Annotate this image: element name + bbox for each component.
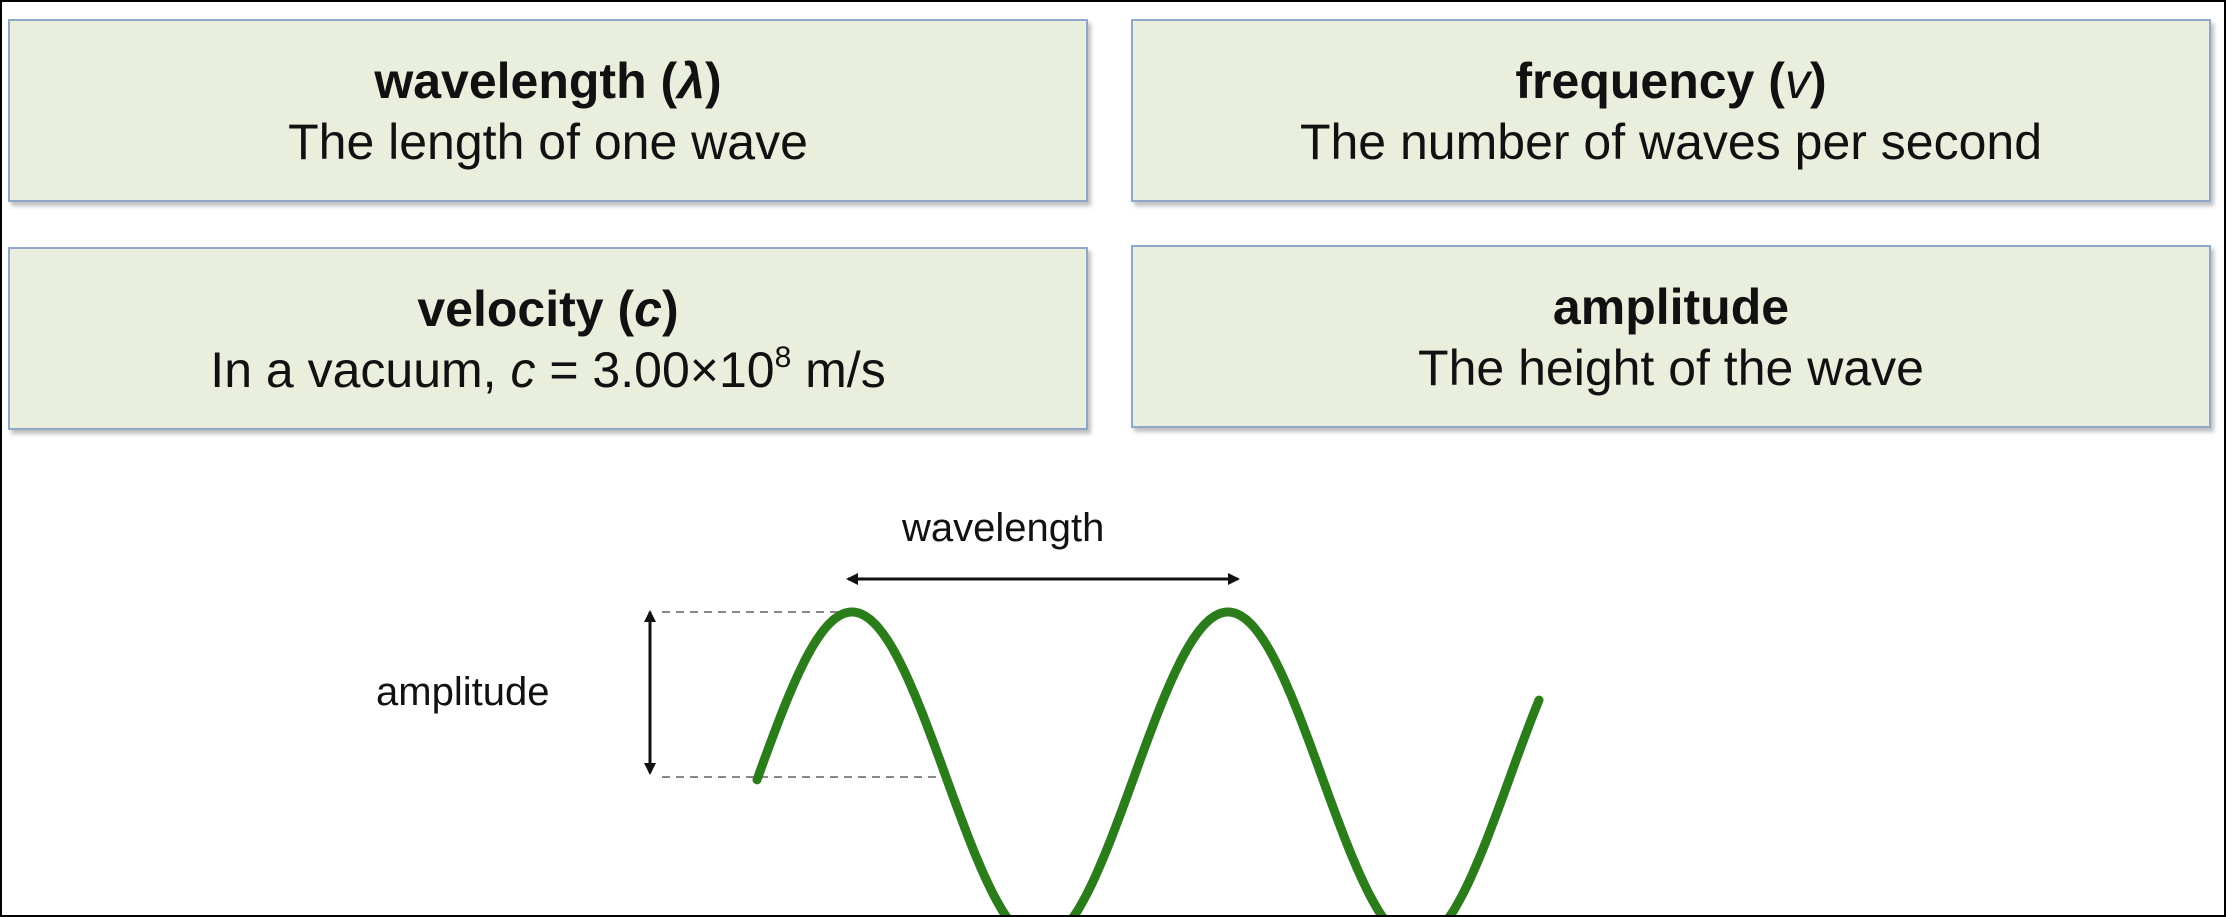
- frequency-card-description: The number of waves per second: [1299, 114, 2043, 170]
- velocity-desc-symbol: c: [510, 342, 536, 398]
- wavelength-paren-open: (: [660, 53, 678, 109]
- frequency-title-text: frequency: [1515, 53, 1755, 109]
- frequency-card: frequency (v) The number of waves per se…: [1131, 19, 2211, 202]
- wavelength-card: wavelength (λ) The length of one wave: [8, 19, 1088, 202]
- velocity-card: velocity (c) In a vacuum, c = 3.00×108 m…: [8, 247, 1088, 430]
- wavelength-symbol: λ: [677, 53, 705, 109]
- velocity-paren-open: (: [617, 281, 635, 337]
- amplitude-card-description: The height of the wave: [1418, 340, 1924, 396]
- velocity-desc-prefix: In a vacuum,: [210, 342, 511, 398]
- frequency-paren-open: (: [1768, 53, 1785, 109]
- amplitude-card-title: amplitude: [1552, 279, 1790, 335]
- wavelength-title-text: wavelength: [374, 53, 647, 109]
- velocity-paren-close: ): [661, 281, 679, 337]
- amplitude-diagram-label: amplitude: [376, 670, 550, 714]
- velocity-title-text: velocity: [417, 281, 604, 337]
- velocity-desc-exponent: 8: [774, 341, 792, 374]
- wavelength-card-description: The length of one wave: [288, 114, 808, 170]
- velocity-desc-unit: m/s: [791, 342, 886, 398]
- frequency-card-title: frequency (v): [1133, 51, 2209, 111]
- velocity-symbol: c: [634, 281, 662, 337]
- sine-wave: [752, 607, 1544, 915]
- amplitude-card: amplitude The height of the wave: [1131, 245, 2211, 428]
- wavelength-diagram-label: wavelength: [902, 506, 1105, 550]
- frequency-paren-close: ): [1809, 53, 1827, 109]
- velocity-card-title: velocity (c): [10, 279, 1086, 339]
- velocity-desc-equation: = 3.00×10: [535, 342, 775, 398]
- wavelength-paren-close: ): [705, 53, 722, 109]
- frequency-symbol: v: [1784, 53, 1810, 109]
- velocity-card-description: In a vacuum, c = 3.00×108 m/s: [10, 339, 1086, 401]
- wavelength-card-title: wavelength (λ): [10, 51, 1086, 111]
